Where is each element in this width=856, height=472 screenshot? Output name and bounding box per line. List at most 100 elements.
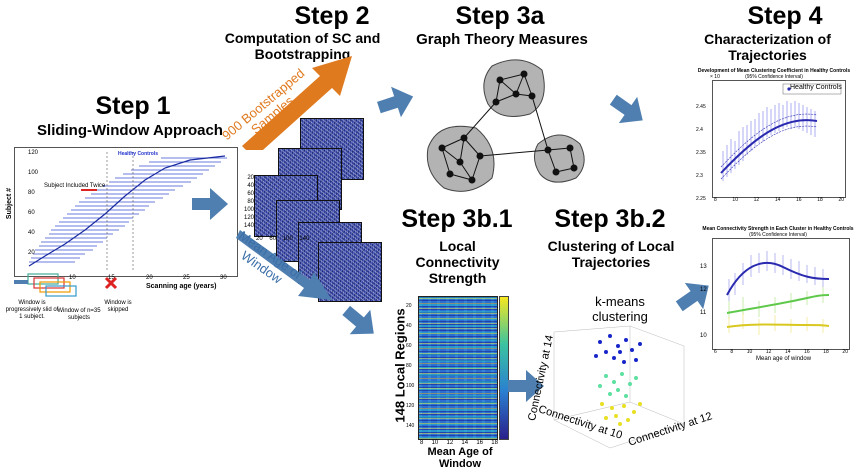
- step2-bootstrap-arrow: [242, 56, 352, 150]
- plot2-xtick: 12: [765, 349, 772, 355]
- arrow-step2-to-step3b1: [342, 305, 374, 335]
- step2-xtick: 100: [282, 236, 293, 242]
- plot2-xtick: 10: [746, 349, 753, 355]
- step1-title: Step 1: [95, 92, 171, 120]
- step2-ytick: 120: [244, 215, 255, 221]
- step1-ytick: 80: [28, 190, 35, 196]
- step2-ytick: 60: [247, 191, 254, 197]
- step3b1-yticks: 20 40 60 80 100 120 140: [406, 296, 414, 436]
- plot1-ytick: 2.25: [696, 196, 706, 202]
- plot2-xtick: 8: [730, 349, 734, 355]
- step2-ytick: 20: [247, 175, 254, 181]
- kmeans-label: k-means clustering: [592, 294, 648, 324]
- step1-ytick: 100: [28, 170, 39, 176]
- plot1-ytick: 2.4: [696, 127, 703, 133]
- plot2-subtitle: (95% Confidence Interval): [749, 232, 807, 238]
- step1-ytick: 40: [28, 230, 35, 236]
- plot2-area: [712, 238, 850, 350]
- step3b1-ytick: 80: [406, 363, 412, 369]
- step3a-subtitle: Graph Theory Measures: [416, 31, 588, 48]
- plot1-exponent: × 10: [710, 74, 720, 80]
- step2-matrix-yticks: 20 40 60 80 100 120 140: [244, 174, 254, 230]
- plot2-xtick: 18: [823, 349, 829, 355]
- plot1-yticks: 2.45 2.4 2.35 2.3 2.25: [696, 96, 706, 211]
- step1-xtick: 25: [183, 275, 190, 281]
- heatmap-colorbar: [499, 296, 509, 440]
- plot1-xtick: 12: [753, 197, 760, 203]
- step1-ylabel: Subject #: [6, 187, 14, 220]
- step4-title: Step 4: [747, 2, 823, 30]
- plot2-xticks: 6 8 10 12 14 16 18 20: [714, 349, 848, 355]
- plot2-xlabel: Mean age of window: [756, 356, 812, 362]
- plot2-ytick: 13: [700, 264, 707, 270]
- step2-xtick: 140: [299, 236, 310, 242]
- step3b2-title: Step 3b.2: [554, 205, 666, 233]
- plot1-title: Development of Mean Clustering Coefficie…: [697, 68, 851, 74]
- step2-ytick: 80: [247, 199, 254, 205]
- step2-ytick: 140: [244, 223, 255, 229]
- step1-xtick: 20: [146, 275, 153, 281]
- step2-age-arrow: [236, 230, 332, 300]
- step3b1-xtick: 14: [461, 440, 469, 446]
- step1-ytick: 60: [28, 210, 35, 216]
- step3b1-xtick: 10: [431, 440, 439, 446]
- plot2-ytick: 11: [700, 310, 707, 316]
- plot1-ytick: 2.35: [696, 150, 706, 156]
- plot1-xtick: 18: [817, 197, 823, 203]
- step1-xtick: 10: [69, 275, 76, 281]
- arrow-step3b1-to-step3b2: [508, 370, 544, 402]
- step3b1-xticks: 8 10 12 14 16 18: [420, 440, 498, 446]
- arrow-step3b2-to-step4: [675, 282, 709, 312]
- step1-xlabel: Scanning age (years): [146, 283, 217, 290]
- step1-subtitle: Sliding-Window Approach: [37, 122, 223, 139]
- step4-subtitle: Characterization of Trajectories: [704, 31, 831, 63]
- plot2-ytick: 12: [700, 287, 707, 293]
- step3b2-subtitle: Clustering of Local Trajectories: [547, 238, 675, 270]
- plot1-xtick: 20: [838, 197, 844, 203]
- plot2-ytick: 10: [700, 333, 707, 339]
- plot1-ytick: 2.3: [696, 173, 703, 179]
- step1-window-slid-note: Window is progressively slid of 1 subjec…: [5, 300, 59, 320]
- plot1-subtitle: (95% Confidence Interval): [745, 74, 803, 80]
- step3b1-ytick: 20: [406, 303, 412, 309]
- step3b1-xtick: 8: [420, 440, 424, 446]
- arrow-step1-to-step2: [192, 188, 228, 220]
- plot2-xtick: 16: [804, 349, 810, 355]
- plot2-yticks: 13 12 11 10: [700, 256, 707, 348]
- graph-network: [426, 59, 585, 192]
- arrow-step2-to-step3a: [377, 86, 414, 118]
- plot2-xtick: 20: [842, 349, 848, 355]
- plot1-legend: Healthy Controls: [790, 84, 842, 91]
- plot1-xtick: 8: [714, 197, 717, 203]
- plot2-xtick: 14: [785, 349, 791, 355]
- step2-ytick: 100: [244, 207, 255, 213]
- plot1-ytick: 2.45: [696, 104, 706, 110]
- step3b1-xtick: 18: [491, 440, 498, 446]
- step3b1-xtick: 16: [476, 440, 484, 446]
- step1-window-skip-note: Window is skipped: [104, 300, 132, 313]
- step2-subtitle: Computation of SC and Bootstrapping: [224, 30, 381, 62]
- plot1-area: [712, 80, 846, 198]
- plot2-xtick: 6: [714, 349, 717, 355]
- step2-xtick: 60: [269, 236, 277, 242]
- step1-legend: Healthy Controls: [118, 151, 159, 157]
- step1-window-size-note: Window of n=35 subjects: [57, 308, 101, 321]
- plot1-xtick: 10: [732, 197, 738, 203]
- step3b1-xlabel: Mean Age of Window: [427, 446, 493, 470]
- step2-title: Step 2: [294, 2, 370, 30]
- step3b1-ytick: 60: [406, 343, 412, 349]
- step1-ytick: 20: [28, 250, 35, 256]
- step1-ytick: 120: [28, 150, 39, 156]
- step2-matrix-xticks: 20 60 100 140: [256, 236, 309, 242]
- plot1-xticks: 8 10 12 14 16 18 20: [714, 197, 844, 203]
- step2-xtick: 20: [256, 236, 263, 242]
- step1-subject-plot: [14, 147, 238, 277]
- step1-window-sketch: [14, 273, 118, 297]
- step3b1-ytick: 120: [406, 403, 415, 409]
- arrow-step3a-to-step4: [609, 94, 643, 124]
- step3b1-ytick: 40: [406, 323, 412, 329]
- kmeans-3d-scatter: [553, 325, 685, 449]
- plot2-title: Mean Connectivity Strength in Each Clust…: [702, 226, 854, 232]
- sc-matrix: [318, 242, 382, 302]
- plot1-xtick: 14: [774, 197, 781, 203]
